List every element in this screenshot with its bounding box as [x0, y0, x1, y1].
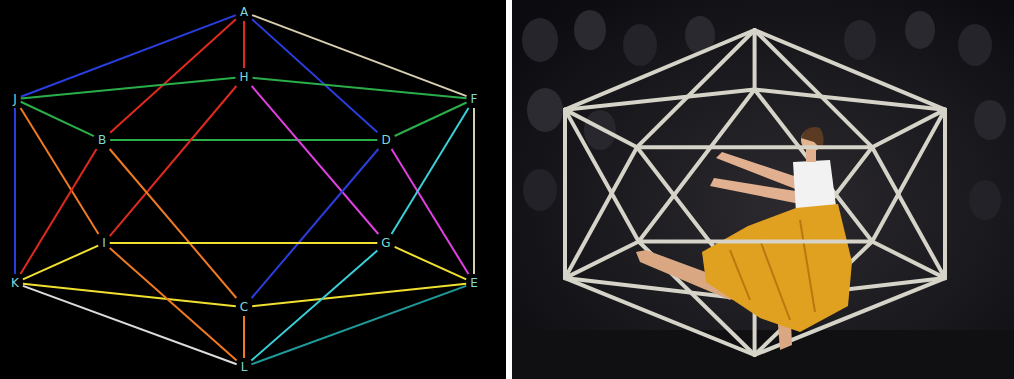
frame-bar	[565, 110, 639, 242]
icosahedron-frame	[565, 30, 945, 355]
vertex-label: K	[9, 276, 21, 290]
edge-line	[110, 19, 236, 132]
edge-line	[14, 108, 16, 274]
vertex-letter: B	[98, 134, 106, 146]
diagram-background	[0, 0, 506, 379]
audience-head	[958, 24, 992, 66]
vertex-letter: A	[240, 6, 248, 18]
edge-line	[395, 247, 467, 280]
edge-line	[252, 86, 379, 234]
frame-bar	[872, 147, 945, 278]
edge-line	[21, 78, 236, 99]
edge-line	[110, 248, 237, 360]
edge-line	[243, 316, 245, 358]
audience	[522, 10, 1006, 220]
edge-line	[21, 108, 99, 234]
edge-line	[20, 149, 96, 274]
audience-head	[969, 180, 1001, 220]
vertex-label: I	[100, 236, 108, 250]
edge-line	[23, 246, 98, 280]
edge-line	[23, 286, 237, 364]
audience-head	[905, 11, 935, 49]
dancer-skirt	[702, 204, 852, 332]
frame-bar	[637, 30, 755, 147]
edge-line	[392, 149, 469, 274]
vertex-letter: H	[239, 71, 248, 83]
vertex-label: D	[379, 133, 392, 147]
frame-bar	[753, 30, 757, 90]
dancer-shirt	[793, 160, 836, 212]
edge-line	[395, 102, 467, 136]
vertex-letter: C	[240, 301, 248, 313]
frame-bar	[563, 110, 567, 278]
dancer-arm	[710, 178, 802, 204]
audience-head	[974, 100, 1006, 140]
audience-head	[527, 88, 563, 132]
vertex-letter: L	[241, 361, 248, 373]
vertex-letter: E	[470, 277, 478, 289]
edge-line	[23, 284, 236, 306]
vertex-label: B	[96, 133, 108, 147]
vertex-letter: K	[11, 277, 19, 289]
edge-line	[473, 108, 475, 274]
edge-line	[110, 139, 377, 141]
audience-head	[844, 20, 876, 60]
edge-line	[252, 19, 377, 132]
frame-bar	[755, 30, 945, 110]
edge-line	[252, 15, 466, 96]
edge-line	[252, 284, 466, 306]
edge-line	[252, 149, 379, 298]
edge-line	[110, 242, 378, 244]
vertex-label: E	[468, 276, 480, 290]
dancer	[636, 127, 852, 350]
vertex-letter: G	[381, 237, 390, 249]
vertex-label: L	[239, 360, 250, 374]
frame-bar	[872, 241, 945, 278]
frame-bar	[565, 90, 755, 110]
vertex-letter: J	[13, 93, 17, 105]
vertex-label: H	[237, 70, 250, 84]
vertex-label: C	[238, 300, 250, 314]
frame-bar	[872, 110, 945, 242]
frame-bar	[639, 239, 872, 243]
audience-head	[623, 24, 657, 66]
edge-line	[251, 286, 466, 364]
audience-head	[574, 10, 606, 50]
skirt-fold	[730, 220, 815, 320]
vertex-label: J	[11, 92, 19, 106]
audience-head	[522, 18, 558, 62]
edge-line	[243, 21, 245, 68]
frame-bar	[943, 110, 947, 278]
edge-line	[253, 78, 467, 98]
icosahedron-frame-front	[637, 147, 872, 241]
frame-bar	[755, 90, 945, 110]
frame-bar	[565, 241, 639, 278]
edge-line	[392, 108, 469, 234]
audience-head	[523, 169, 557, 211]
vertex-label: A	[238, 5, 250, 19]
frame-bar	[637, 145, 872, 149]
frame-bar	[565, 30, 755, 110]
photo-background	[512, 0, 1014, 379]
edge-line	[110, 86, 237, 236]
edge-line	[21, 15, 236, 97]
vertex-letter: I	[102, 237, 106, 249]
edge-line	[110, 149, 237, 298]
vertex-letter: D	[381, 134, 390, 146]
edge-line	[21, 102, 94, 136]
vertex-label: F	[469, 92, 480, 106]
vertex-label: G	[379, 236, 392, 250]
vertex-letter: F	[471, 93, 478, 105]
stage-floor	[512, 330, 1014, 379]
edge-line	[251, 251, 377, 361]
